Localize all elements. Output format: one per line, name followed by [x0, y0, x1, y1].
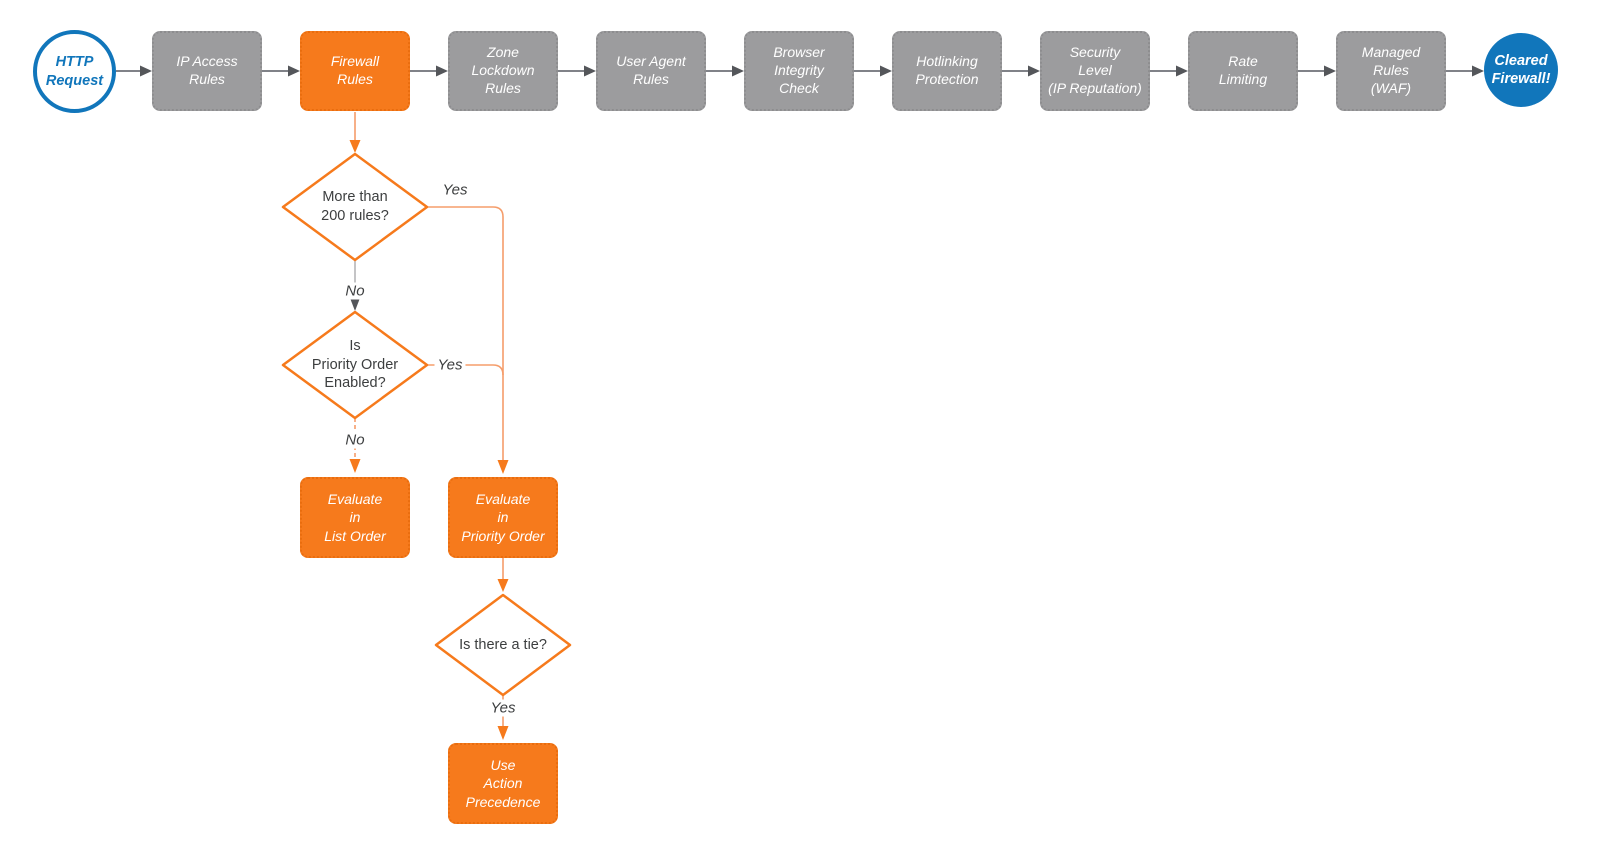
node-evaluate-list-order-label: Evaluate in List Order	[324, 491, 386, 544]
edge-firewall-to-d1	[349, 112, 361, 153]
node-evaluate-priority-order: Evaluate in Priority Order	[448, 477, 558, 558]
node-managed-rules-waf-label: Managed Rules (WAF)	[1361, 44, 1421, 96]
edge-label-d3-yes: Yes	[487, 699, 519, 717]
edge-d1-yes-to-priority	[427, 206, 509, 474]
node-hotlinking-protection: Hotlinking Protection	[892, 31, 1002, 111]
node-http-request: HTTP Request	[33, 30, 116, 113]
node-evaluate-list-order: Evaluate in List Order	[300, 477, 410, 558]
decision-more-than-200-rules-label: More than 200 rules?	[321, 189, 389, 224]
node-user-agent-rules: User Agent Rules	[596, 31, 706, 111]
node-hotlinking-protection-label: Hotlinking Protection	[915, 53, 979, 87]
node-use-action-precedence-label: Use Action Precedence	[465, 757, 541, 810]
node-browser-integrity-check-label: Browser Integrity Check	[773, 44, 825, 96]
decision-priority-order-enabled-label: Is Priority Order Enabled?	[311, 337, 399, 392]
node-security-level-label: Security Level (IP Reputation)	[1048, 44, 1142, 96]
node-zone-lockdown-rules: Zone Lockdown Rules	[448, 31, 558, 111]
node-http-request-label: HTTP Request	[45, 54, 104, 89]
node-firewall-rules-label: Firewall Rules	[330, 53, 380, 87]
edge-d2-yes-merge	[427, 364, 504, 376]
edge-label-d2-yes: Yes	[434, 356, 466, 374]
node-evaluate-priority-order-label: Evaluate in Priority Order	[461, 491, 545, 544]
node-user-agent-rules-label: User Agent Rules	[616, 53, 686, 87]
edge-label-d1-yes: Yes	[439, 181, 471, 199]
diamond-shape	[281, 310, 429, 420]
node-managed-rules-waf: Managed Rules (WAF)	[1336, 31, 1446, 111]
node-rate-limiting: Rate Limiting	[1188, 31, 1298, 111]
decision-is-there-a-tie-label: Is there a tie?	[459, 636, 547, 653]
node-zone-lockdown-rules-label: Zone Lockdown Rules	[471, 44, 535, 96]
decision-more-than-200-rules: More than 200 rules?	[281, 152, 429, 262]
edge-label-d2-no: No	[342, 431, 368, 449]
pipeline-arrows	[116, 65, 1484, 77]
diamond-shape	[281, 152, 429, 262]
diamond-shape	[434, 593, 572, 697]
node-rate-limiting-label: Rate Limiting	[1218, 53, 1268, 87]
node-ip-access-rules-label: IP Access Rules	[176, 53, 238, 87]
node-browser-integrity-check: Browser Integrity Check	[744, 31, 854, 111]
decision-priority-order-enabled: Is Priority Order Enabled?	[281, 310, 429, 420]
node-cleared-firewall-label: Cleared Firewall!	[1491, 52, 1551, 87]
edge-d2-no-to-list	[349, 418, 361, 473]
node-ip-access-rules: IP Access Rules	[152, 31, 262, 111]
edge-priority-to-d3	[497, 558, 509, 592]
decision-is-there-a-tie: Is there a tie?	[434, 593, 572, 697]
node-use-action-precedence: Use Action Precedence	[448, 743, 558, 824]
edge-label-d1-no: No	[342, 282, 368, 300]
node-firewall-rules: Firewall Rules	[300, 31, 410, 111]
node-security-level: Security Level (IP Reputation)	[1040, 31, 1150, 111]
node-cleared-firewall: Cleared Firewall!	[1484, 33, 1558, 107]
